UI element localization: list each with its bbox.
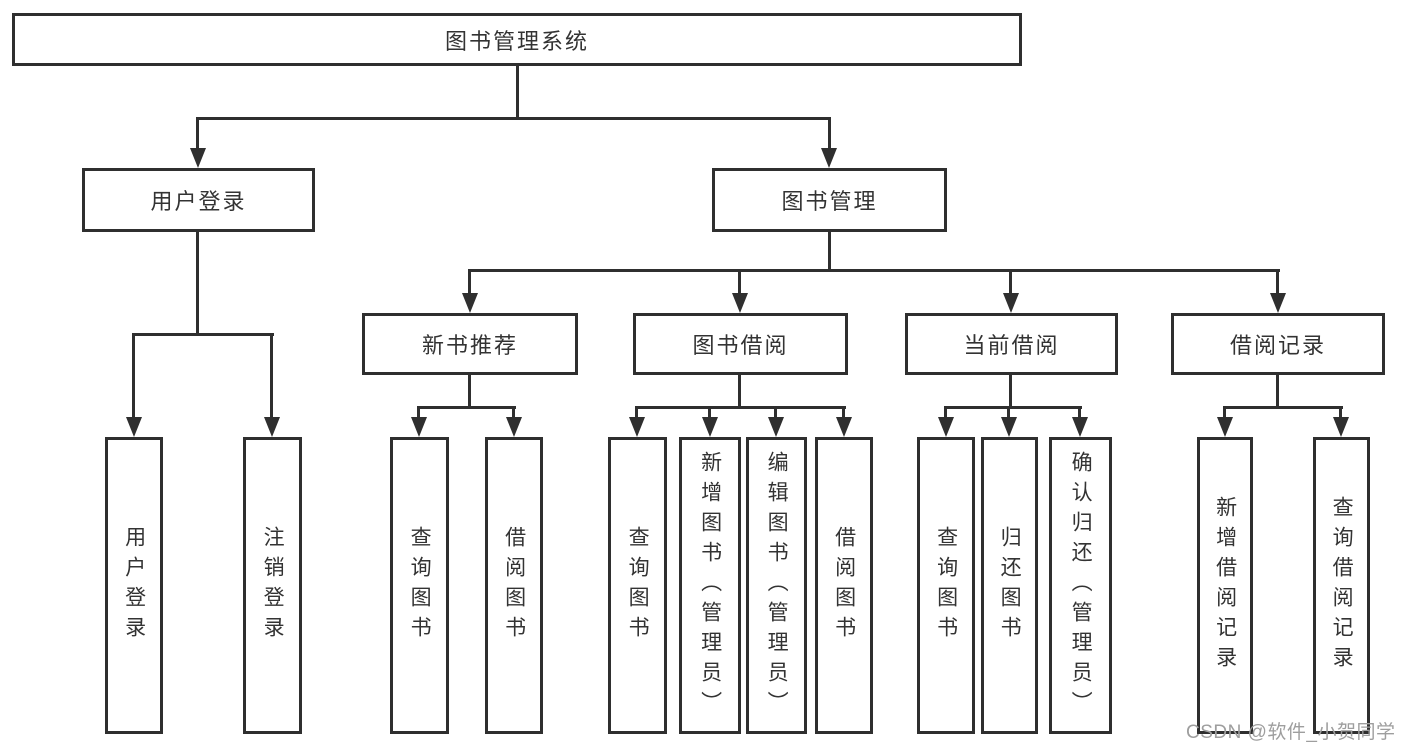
connector-line xyxy=(1339,406,1342,419)
connector-line xyxy=(635,406,638,419)
node-borrow-records: 借阅记录 xyxy=(1171,313,1385,375)
node-label: 查询图书 xyxy=(626,525,650,646)
leaf-query-borrow-record: 查询借阅记录 xyxy=(1313,437,1370,734)
connector-line xyxy=(197,117,831,120)
arrow-down-icon xyxy=(836,417,852,437)
connector-line xyxy=(944,406,947,419)
arrow-down-icon xyxy=(1003,293,1019,313)
node-label: 借阅图书 xyxy=(832,525,856,646)
arrow-down-icon xyxy=(938,417,954,437)
node-label: 注销登录 xyxy=(261,525,285,646)
connector-line xyxy=(196,117,199,150)
connector-line xyxy=(708,406,711,419)
node-label: 用户登录 xyxy=(150,189,247,214)
node-label: 查询借阅记录 xyxy=(1330,495,1354,676)
connector-line xyxy=(133,333,274,336)
arrow-down-icon xyxy=(732,293,748,313)
leaf-add-borrow-record: 新增借阅记录 xyxy=(1197,437,1253,734)
connector-line xyxy=(1007,406,1010,419)
connector-line xyxy=(1223,406,1226,419)
connector-line xyxy=(828,117,831,150)
connector-line xyxy=(1009,269,1012,296)
node-label: 图书管理 xyxy=(781,189,878,214)
connector-line xyxy=(774,406,777,419)
arrow-down-icon xyxy=(702,417,718,437)
node-label: 借阅图书 xyxy=(502,525,526,646)
connector-line xyxy=(468,373,471,408)
node-label: 用户登录 xyxy=(122,525,146,646)
connector-line xyxy=(196,230,199,335)
arrow-down-icon xyxy=(1217,417,1233,437)
leaf-query-book-1: 查询图书 xyxy=(390,437,449,734)
leaf-edit-book-admin: 编辑图书（管理员） xyxy=(746,437,807,734)
connector-line xyxy=(512,406,515,419)
connector-line xyxy=(132,333,135,418)
node-label: 借阅记录 xyxy=(1229,333,1326,358)
arrow-down-icon xyxy=(462,293,478,313)
arrow-down-icon xyxy=(821,148,837,168)
connector-line xyxy=(1224,406,1343,409)
leaf-borrow-book-2: 借阅图书 xyxy=(815,437,873,734)
connector-line xyxy=(828,230,831,272)
node-label: 图书管理系统 xyxy=(444,28,589,54)
node-label: 图书借阅 xyxy=(692,333,789,358)
node-book-management: 图书管理 xyxy=(712,168,947,232)
connector-line xyxy=(1009,373,1012,408)
node-label: 当前借阅 xyxy=(963,333,1060,358)
node-user-login: 用户登录 xyxy=(82,168,315,232)
leaf-borrow-book-1: 借阅图书 xyxy=(485,437,543,734)
node-label: 编辑图书（管理员） xyxy=(765,450,789,721)
node-book-borrowing: 图书借阅 xyxy=(633,313,848,375)
csdn-watermark: CSDN @软件_小贺同学 xyxy=(1186,722,1396,743)
connector-line xyxy=(1078,406,1081,419)
connector-line xyxy=(636,406,846,409)
connector-line xyxy=(516,64,519,120)
node-label: 新书推荐 xyxy=(421,333,518,358)
leaf-query-book-2: 查询图书 xyxy=(608,437,667,734)
arrow-down-icon xyxy=(768,417,784,437)
arrow-down-icon xyxy=(1333,417,1349,437)
leaf-query-book-3: 查询图书 xyxy=(917,437,975,734)
arrow-down-icon xyxy=(1072,417,1088,437)
arrow-down-icon xyxy=(190,148,206,168)
leaf-user-login: 用户登录 xyxy=(105,437,163,734)
arrow-down-icon xyxy=(1270,293,1286,313)
connector-line xyxy=(738,373,741,408)
leaf-logout: 注销登录 xyxy=(243,437,302,734)
leaf-add-book-admin: 新增图书（管理员） xyxy=(679,437,741,734)
node-label: 新增图书（管理员） xyxy=(698,450,722,721)
connector-line xyxy=(1276,269,1279,296)
leaf-confirm-return-admin: 确认归还（管理员） xyxy=(1049,437,1112,734)
node-label: 确认归还（管理员） xyxy=(1069,450,1093,721)
arrow-down-icon xyxy=(411,417,427,437)
node-root: 图书管理系统 xyxy=(12,13,1022,66)
connector-line xyxy=(270,333,273,418)
connector-line xyxy=(1276,373,1279,408)
connector-line xyxy=(738,269,741,296)
node-label: 查询图书 xyxy=(934,525,958,646)
arrow-down-icon xyxy=(1001,417,1017,437)
arrow-down-icon xyxy=(629,417,645,437)
arrow-down-icon xyxy=(264,417,280,437)
connector-line xyxy=(417,406,420,419)
connector-line xyxy=(468,269,471,296)
connector-line xyxy=(842,406,845,419)
node-label: 查询图书 xyxy=(408,525,432,646)
node-label: 新增借阅记录 xyxy=(1213,495,1237,676)
node-current-borrowing: 当前借阅 xyxy=(905,313,1118,375)
leaf-return-book: 归还图书 xyxy=(981,437,1038,734)
arrow-down-icon xyxy=(506,417,522,437)
connector-line xyxy=(945,406,1082,409)
connector-line xyxy=(418,406,516,409)
connector-line xyxy=(469,269,1280,272)
node-label: 归还图书 xyxy=(998,525,1022,646)
arrow-down-icon xyxy=(126,417,142,437)
node-new-book-recommend: 新书推荐 xyxy=(362,313,578,375)
